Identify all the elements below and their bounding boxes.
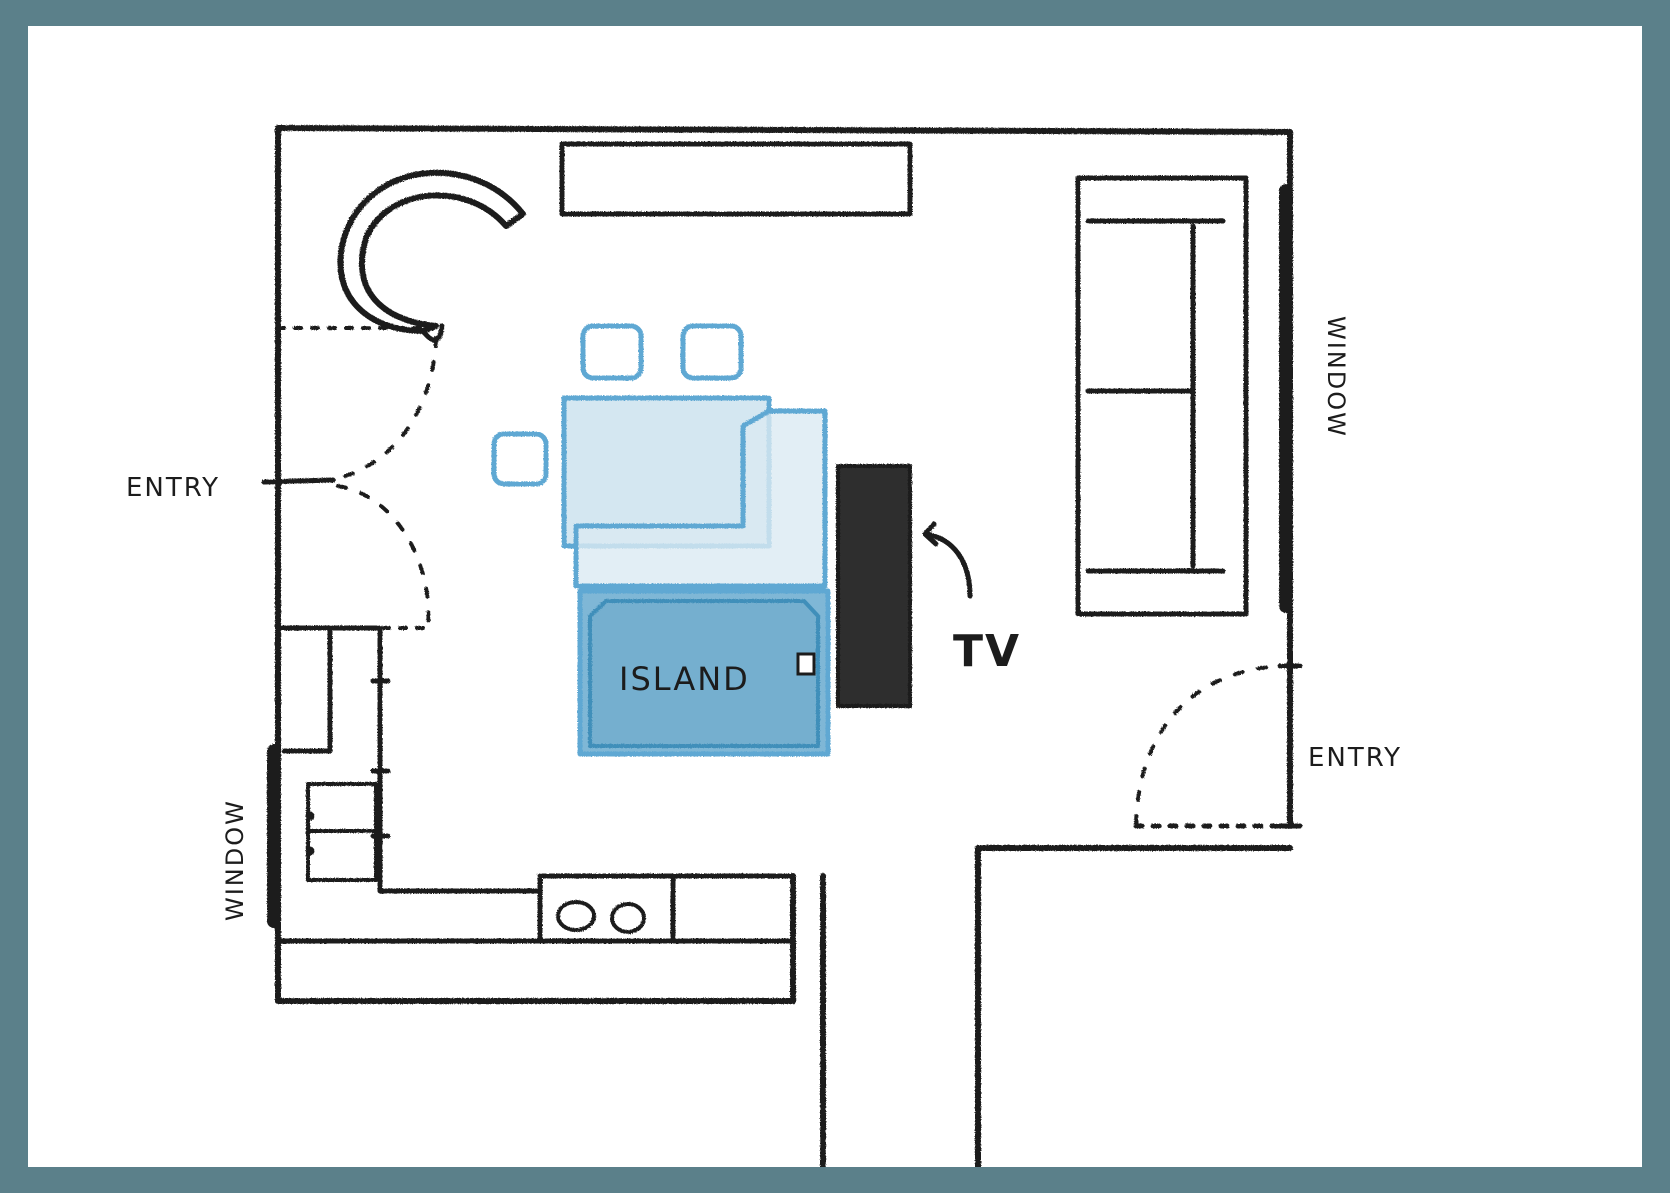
bench [573,408,828,589]
chair-left [491,431,549,487]
kitchen-counter-bottom [275,873,796,944]
wall-top [275,125,1293,135]
label-entry-left: ENTRY [126,473,220,503]
armchair-icon [337,169,526,334]
kitchen-counter-left [275,625,543,894]
sofa-frame [1075,175,1249,617]
floor-plan: ENTRY ENTRY TV ISLAND WINDOW WINDOW [126,125,1402,1167]
entry-left-marker [261,477,336,485]
floor-plan-sheet: ENTRY ENTRY TV ISLAND WINDOW WINDOW [28,26,1642,1167]
curved-arrow-icon [922,521,973,599]
console-table [559,141,913,217]
door-swing-left-upper [336,336,438,480]
door-swing-right [1134,664,1292,828]
stove-burner-1 [556,900,596,932]
label-entry-right: ENTRY [1308,743,1402,773]
door-swing-left-lower [336,484,431,628]
stove-burner-2 [610,902,646,934]
label-island: ISLAND [619,660,750,698]
chair-top-left [580,323,644,381]
label-tv: TV [953,626,1021,677]
sofa-back [1085,218,1226,574]
island-sink [796,652,816,676]
label-window-right: WINDOW [1322,316,1350,438]
tv [836,464,912,708]
chair-top-right [680,323,744,381]
label-window-left: WINDOW [221,799,249,921]
